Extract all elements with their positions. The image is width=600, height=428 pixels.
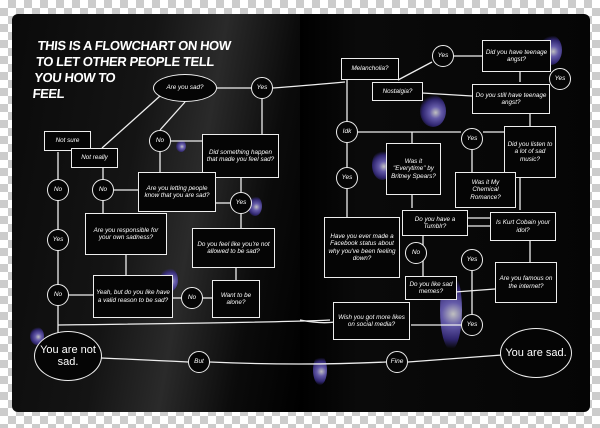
node-yes: Yes bbox=[461, 128, 483, 150]
node-did-something: Did something happen that made you feel … bbox=[202, 134, 279, 178]
node-yes: Yes bbox=[251, 77, 273, 99]
node-no: No bbox=[92, 179, 114, 201]
node-facebook: Have you ever made a Facebook status abo… bbox=[324, 217, 400, 278]
node-yes: Yes bbox=[47, 229, 69, 251]
node-tumblr: Do you have a Tumblr? bbox=[402, 210, 468, 236]
node-yes: Yes bbox=[461, 314, 483, 336]
node-yes: Yes bbox=[432, 45, 454, 67]
node-sad: You are sad. bbox=[500, 328, 572, 378]
node-still-angst: Do you still have teenage angst? bbox=[472, 84, 550, 114]
node-yes: Yes bbox=[230, 192, 252, 214]
bubble-decoration bbox=[420, 95, 446, 127]
node-no: No bbox=[47, 179, 69, 201]
node-memes: Do you like sad memes? bbox=[405, 276, 457, 300]
node-letting-people-know: Are you letting people know that you are… bbox=[138, 172, 216, 212]
node-fine: Fine bbox=[386, 351, 408, 373]
node-famous: Are you famous on the internet? bbox=[495, 262, 557, 303]
node-no: No bbox=[149, 130, 171, 152]
node-no: No bbox=[181, 287, 203, 309]
node-no: No bbox=[405, 242, 427, 264]
node-yes: Yes bbox=[549, 68, 571, 90]
node-responsible: Are you responsible for your own sadness… bbox=[85, 213, 167, 255]
node-valid-reason: Yeah, but do you like have a valid reaso… bbox=[93, 275, 173, 318]
node-idk: Idk bbox=[336, 121, 358, 143]
node-yes: Yes bbox=[461, 249, 483, 271]
node-not-allowed: Do you feel like you're not allowed to b… bbox=[192, 228, 275, 268]
bubble-decoration bbox=[313, 355, 327, 385]
node-everytime: Was it "Everytime" by Britney Spears? bbox=[386, 143, 441, 195]
node-yes: Yes bbox=[336, 167, 358, 189]
node-not-sad: You are not sad. bbox=[34, 331, 102, 381]
node-not-sure: Not sure bbox=[44, 131, 91, 151]
node-are-you-sad: Are you sad? bbox=[153, 74, 217, 102]
node-teen-angst: Did you have teenage angst? bbox=[482, 40, 551, 72]
node-but: But bbox=[188, 351, 210, 373]
bubble-decoration bbox=[176, 140, 186, 152]
node-no: No bbox=[47, 284, 69, 306]
node-mcr: Was it My Chemical Romance? bbox=[455, 172, 516, 208]
node-likes: Wish you got more likes on social media? bbox=[333, 302, 410, 340]
node-nostalgia: Nostalgia? bbox=[372, 82, 423, 101]
node-melancholia: Melancholia? bbox=[341, 58, 399, 80]
node-not-really: Not really bbox=[71, 148, 118, 168]
node-want-alone: Want to be alone? bbox=[212, 280, 260, 318]
node-sad-music: Did you listen to a lot of sad music? bbox=[504, 126, 556, 178]
node-cobain: Is Kurt Cobain your idol? bbox=[490, 212, 556, 241]
